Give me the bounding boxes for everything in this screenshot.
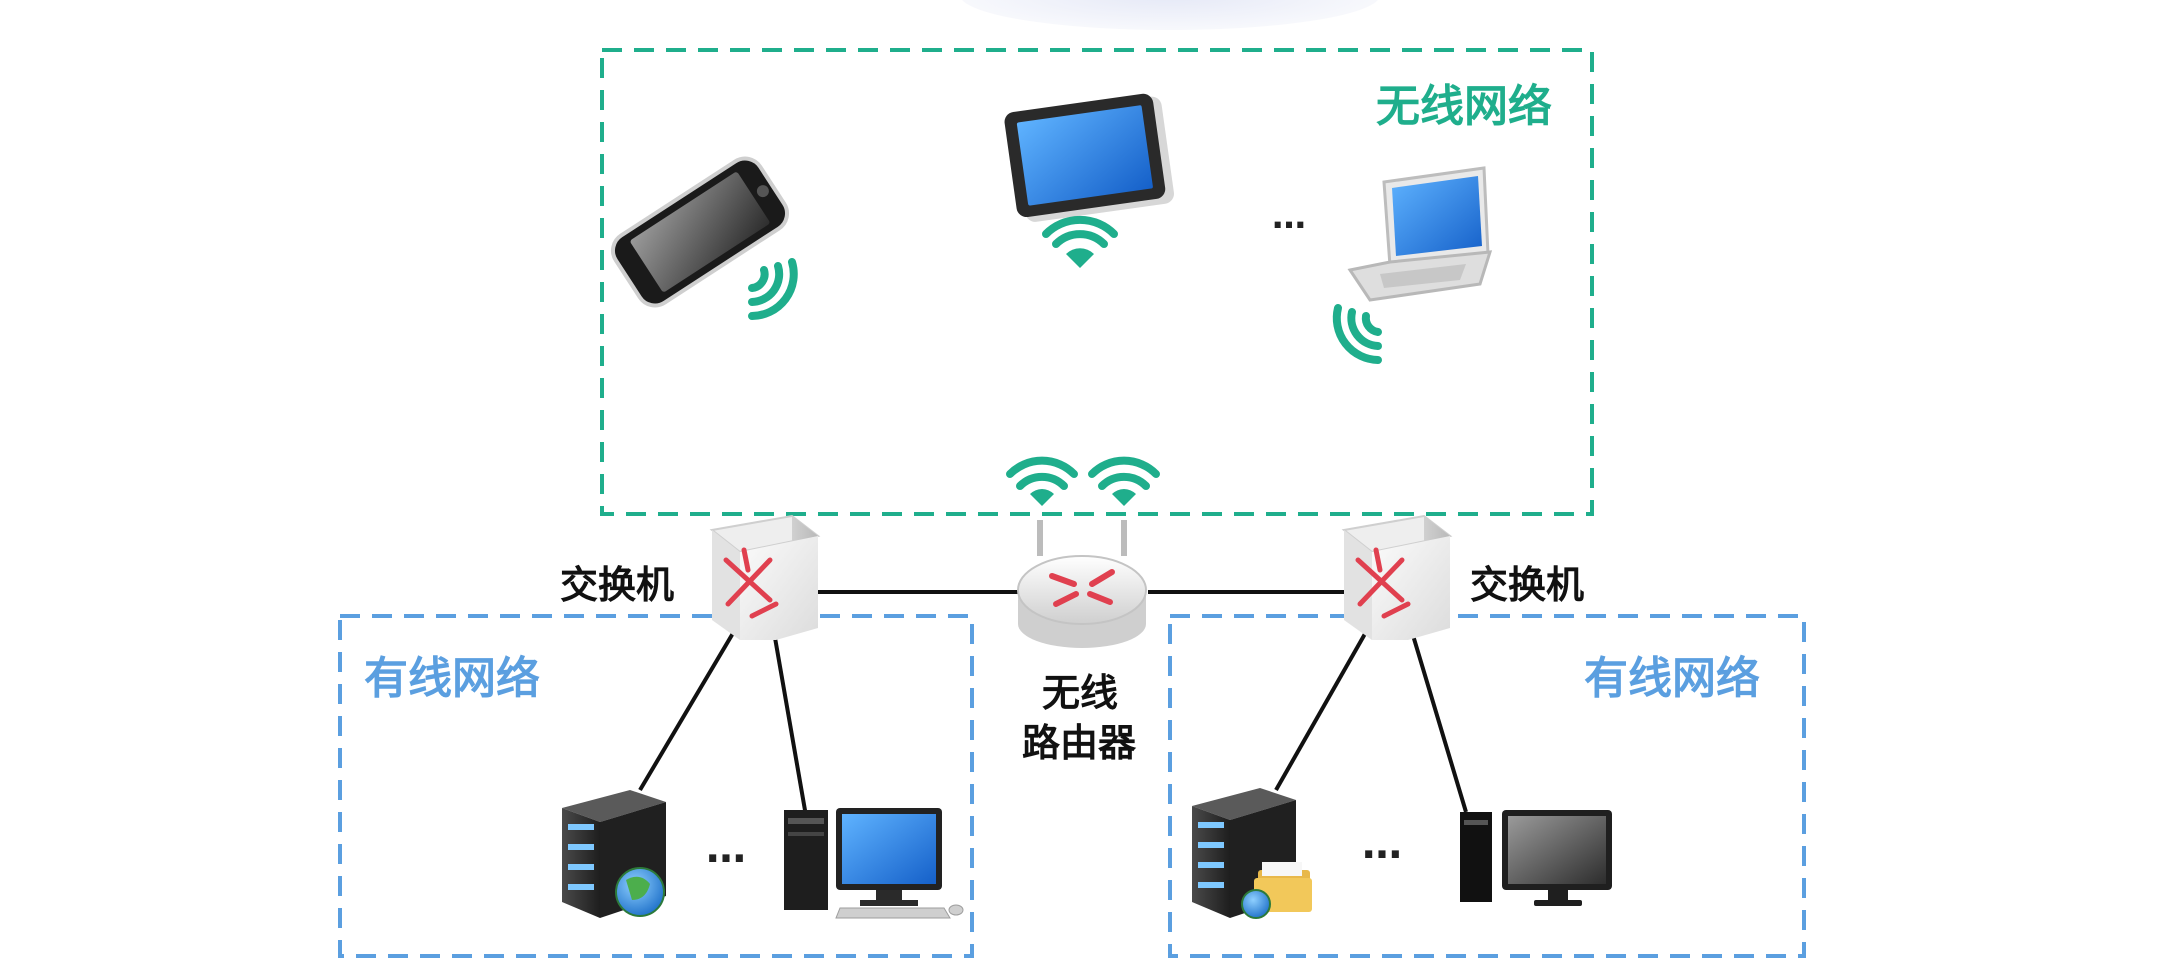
router-label-line1: 无线	[1042, 671, 1119, 715]
switch-left-label: 交换机	[560, 563, 675, 607]
wireless-zone-label: 无线网络	[1376, 81, 1552, 132]
router-label-line2: 路由器	[1022, 721, 1137, 765]
router-icon	[1017, 520, 1147, 648]
wireless-zone-border	[600, 48, 1594, 516]
wired-zone-left-border	[338, 614, 974, 958]
link-switch-left-server	[638, 616, 744, 792]
laptop-wifi-icon	[1332, 304, 1382, 364]
phone-icon	[610, 156, 790, 308]
wired-right-ellipsis: …	[1362, 822, 1402, 868]
router-wifi-icon-right	[1088, 456, 1160, 506]
wired-zone-right-label: 有线网络	[1584, 653, 1760, 704]
switch-right-label: 交换机	[1470, 563, 1585, 607]
desktop-icon-right	[1460, 810, 1612, 906]
wired-zone-right-border	[1168, 614, 1806, 958]
laptop-icon	[1347, 166, 1493, 302]
server-icon-right	[1192, 788, 1312, 919]
desktop-icon-left	[784, 808, 964, 919]
server-icon-left	[562, 790, 666, 918]
tablet-wifi-icon	[1042, 215, 1118, 268]
links	[638, 590, 1468, 817]
wired-left-ellipsis: …	[706, 826, 746, 872]
wireless-ellipsis: …	[1272, 197, 1308, 237]
router-wifi-icon-left	[1006, 456, 1078, 506]
link-switch-right-desktop	[1410, 631, 1468, 813]
switch-icon-right	[1341, 514, 1453, 640]
globe-icon	[1241, 889, 1271, 919]
link-switch-right-server	[1274, 617, 1376, 791]
switch-icon-left	[709, 514, 821, 640]
tablet-icon	[1004, 93, 1174, 222]
phone-wifi-icon	[748, 258, 798, 320]
wired-zone-left-label: 有线网络	[364, 653, 540, 704]
folder-icon	[1254, 862, 1312, 912]
link-switch-left-desktop	[772, 631, 808, 817]
